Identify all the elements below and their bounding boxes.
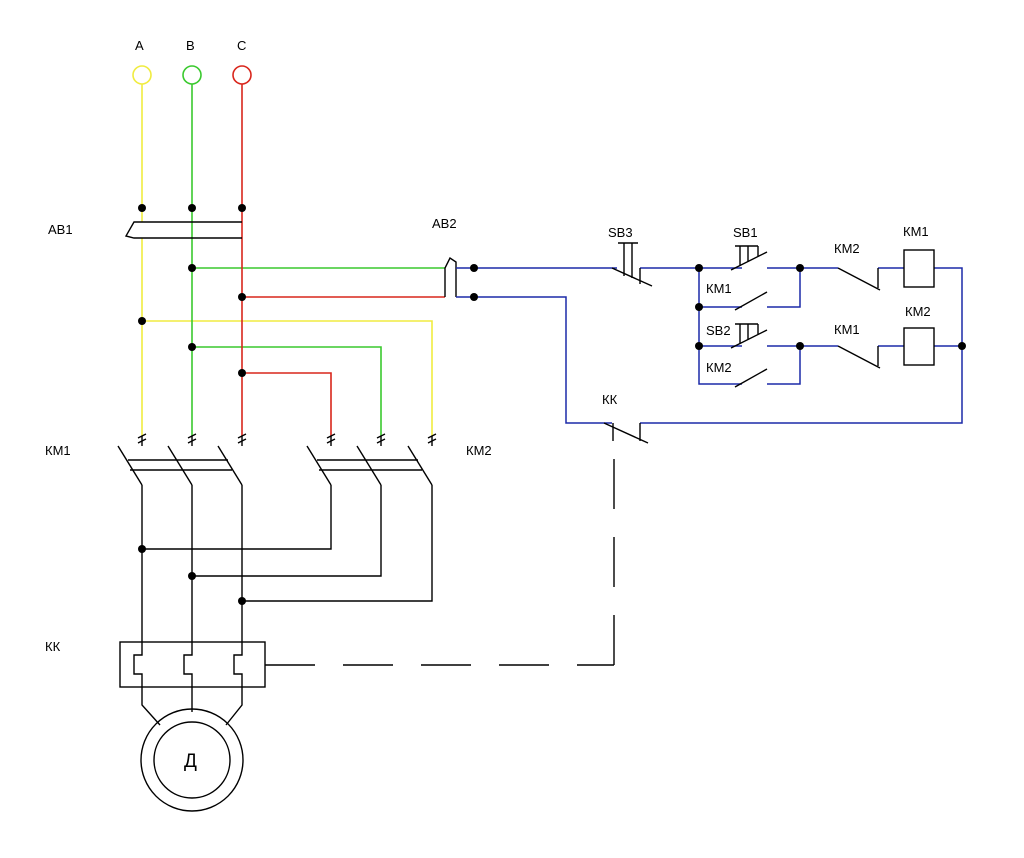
label-km1-power: КМ1 (45, 443, 71, 458)
breaker-ab2 (444, 256, 457, 297)
contact-km1-interlock (837, 345, 881, 369)
coil-km1 (903, 249, 935, 288)
phase-b-terminal (182, 65, 202, 85)
pushbutton-sb2 (730, 323, 768, 349)
phase-c-wiring (232, 65, 445, 436)
pushbutton-sb3 (611, 242, 653, 287)
contact-km2-interlock (837, 267, 881, 291)
label-kk-contact: КК (602, 392, 618, 407)
phase-c-label: C (237, 38, 246, 53)
labels: A B C АВ1 АВ2 КМ1 КМ2 КК SB3 SB1 SB2 КМ1… (45, 38, 931, 772)
label-km2-coil: КМ2 (905, 304, 931, 319)
contactor-km1-main (117, 433, 247, 642)
label-sb1: SB1 (733, 225, 758, 240)
power-contactors (117, 433, 437, 642)
label-km1-interlock: КМ1 (834, 322, 860, 337)
control-devices (603, 242, 935, 444)
motor-label: Д (184, 751, 197, 772)
pushbutton-sb1 (730, 245, 768, 271)
breaker-ab1 (124, 221, 242, 239)
motor-inner-circle (153, 721, 231, 799)
phase-a-terminal (132, 65, 152, 85)
coil-km2 (903, 327, 935, 366)
contact-kk (603, 422, 649, 444)
motor-outer-circle (140, 708, 244, 812)
label-km1-coil: КМ1 (903, 224, 929, 239)
phase-b-wiring (182, 65, 445, 436)
phase-a-label: A (135, 38, 144, 53)
label-km2-power: КМ2 (466, 443, 492, 458)
label-sb3: SB3 (608, 225, 633, 240)
contact-km2-hold (734, 368, 768, 388)
label-sb2: SB2 (706, 323, 731, 338)
label-kk-power: КК (45, 639, 61, 654)
contact-km1-hold (734, 291, 768, 311)
phase-a-wiring (132, 65, 433, 436)
junction-dots (138, 204, 966, 605)
label-ab2: АВ2 (432, 216, 457, 231)
contactor-km2-main (142, 433, 437, 602)
label-km2-interlock: КМ2 (834, 241, 860, 256)
phase-b-label: B (186, 38, 195, 53)
label-ab1: АВ1 (48, 222, 73, 237)
motor (140, 687, 244, 812)
label-km1-hold: КМ1 (706, 281, 732, 296)
label-km2-hold: КМ2 (706, 360, 732, 375)
thermal-relay-kk (119, 443, 615, 688)
phase-c-terminal (232, 65, 252, 85)
